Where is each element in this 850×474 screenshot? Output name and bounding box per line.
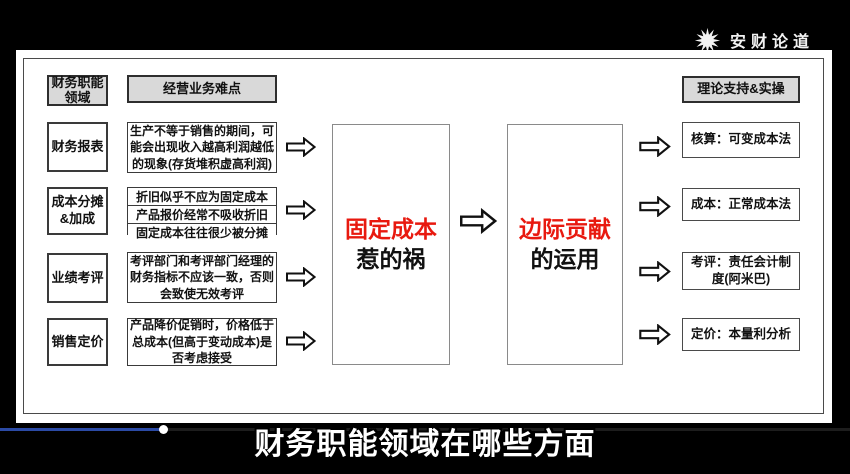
concept-highlight: 固定成本 — [345, 215, 437, 242]
right-arrow-icon — [639, 135, 671, 158]
right-arrow-icon — [286, 330, 317, 352]
function-label-performance-review: 业绩考评 — [47, 253, 108, 303]
video-progress-fill — [0, 428, 163, 431]
function-label-financial-statements: 财务报表 — [47, 122, 108, 172]
right-arrow-icon — [286, 266, 317, 288]
video-progress-track[interactable] — [0, 428, 850, 431]
right-arrow-icon — [639, 323, 671, 346]
right-arrow-icon — [639, 260, 671, 283]
slide-panel: 财务职能领域 经营业务难点 理论支持&实操 财务报表 生产不等于销售的期间，可能… — [16, 50, 832, 423]
right-arrow-icon — [286, 136, 317, 158]
concept-text: 固定成本惹的祸 — [339, 215, 443, 275]
theory-accounting: 核算：可变成本法 — [682, 122, 800, 158]
theory-cost: 成本：正常成本法 — [682, 188, 800, 221]
theory-pricing: 定价：本量利分析 — [682, 318, 800, 351]
right-arrow-icon — [639, 195, 671, 218]
right-arrow-icon — [286, 199, 317, 221]
concept-box-fixed-cost: 固定成本惹的祸 — [332, 124, 450, 365]
difficulty-line-3: 固定成本往往很少被分摊 — [128, 224, 276, 241]
channel-logo-text: 安财论道 — [730, 34, 815, 51]
difficulty-line-2: 产品报价经常不吸收折旧 — [128, 206, 276, 224]
concept-rest: 惹的祸 — [356, 245, 426, 272]
middle-column-header: 经营业务难点 — [127, 75, 277, 103]
difficulty-cost-allocation: 折旧似乎不应为固定成本 产品报价经常不吸收折旧 固定成本往往很少被分摊 — [127, 187, 277, 241]
concept-text: 边际贡献的运用 — [514, 215, 616, 275]
center-right-arrow-icon — [460, 207, 498, 235]
video-subtitle: 财务职能领域在哪些方面 — [254, 428, 596, 461]
difficulty-performance-review: 考评部门和考评部门经理的财务指标不应该一致，否则会致使无效考评 — [127, 252, 277, 303]
theory-review: 考评：责任会计制度(阿米巴) — [682, 252, 800, 290]
concept-rest: 的运用 — [530, 245, 600, 272]
difficulty-sales-pricing: 产品降价促销时，价格低于总成本(但高于变动成本)是否考虑接受 — [127, 318, 277, 366]
concept-box-contribution-margin: 边际贡献的运用 — [507, 124, 623, 365]
sunburst-icon — [694, 27, 721, 53]
concept-highlight: 边际贡献 — [519, 215, 611, 242]
function-label-cost-allocation: 成本分摊&加成 — [47, 187, 108, 235]
video-playhead[interactable] — [159, 425, 168, 434]
left-column-header: 财务职能领域 — [47, 75, 108, 106]
function-label-sales-pricing: 销售定价 — [47, 318, 108, 366]
difficulty-financial-statements: 生产不等于销售的期间，可能会出现收入越高利润越低的现象(存货堆积虚高利润) — [127, 122, 277, 173]
difficulty-line-1: 折旧似乎不应为固定成本 — [128, 188, 276, 206]
channel-logo: 安财论道 — [694, 26, 838, 54]
right-column-header: 理论支持&实操 — [682, 76, 800, 103]
